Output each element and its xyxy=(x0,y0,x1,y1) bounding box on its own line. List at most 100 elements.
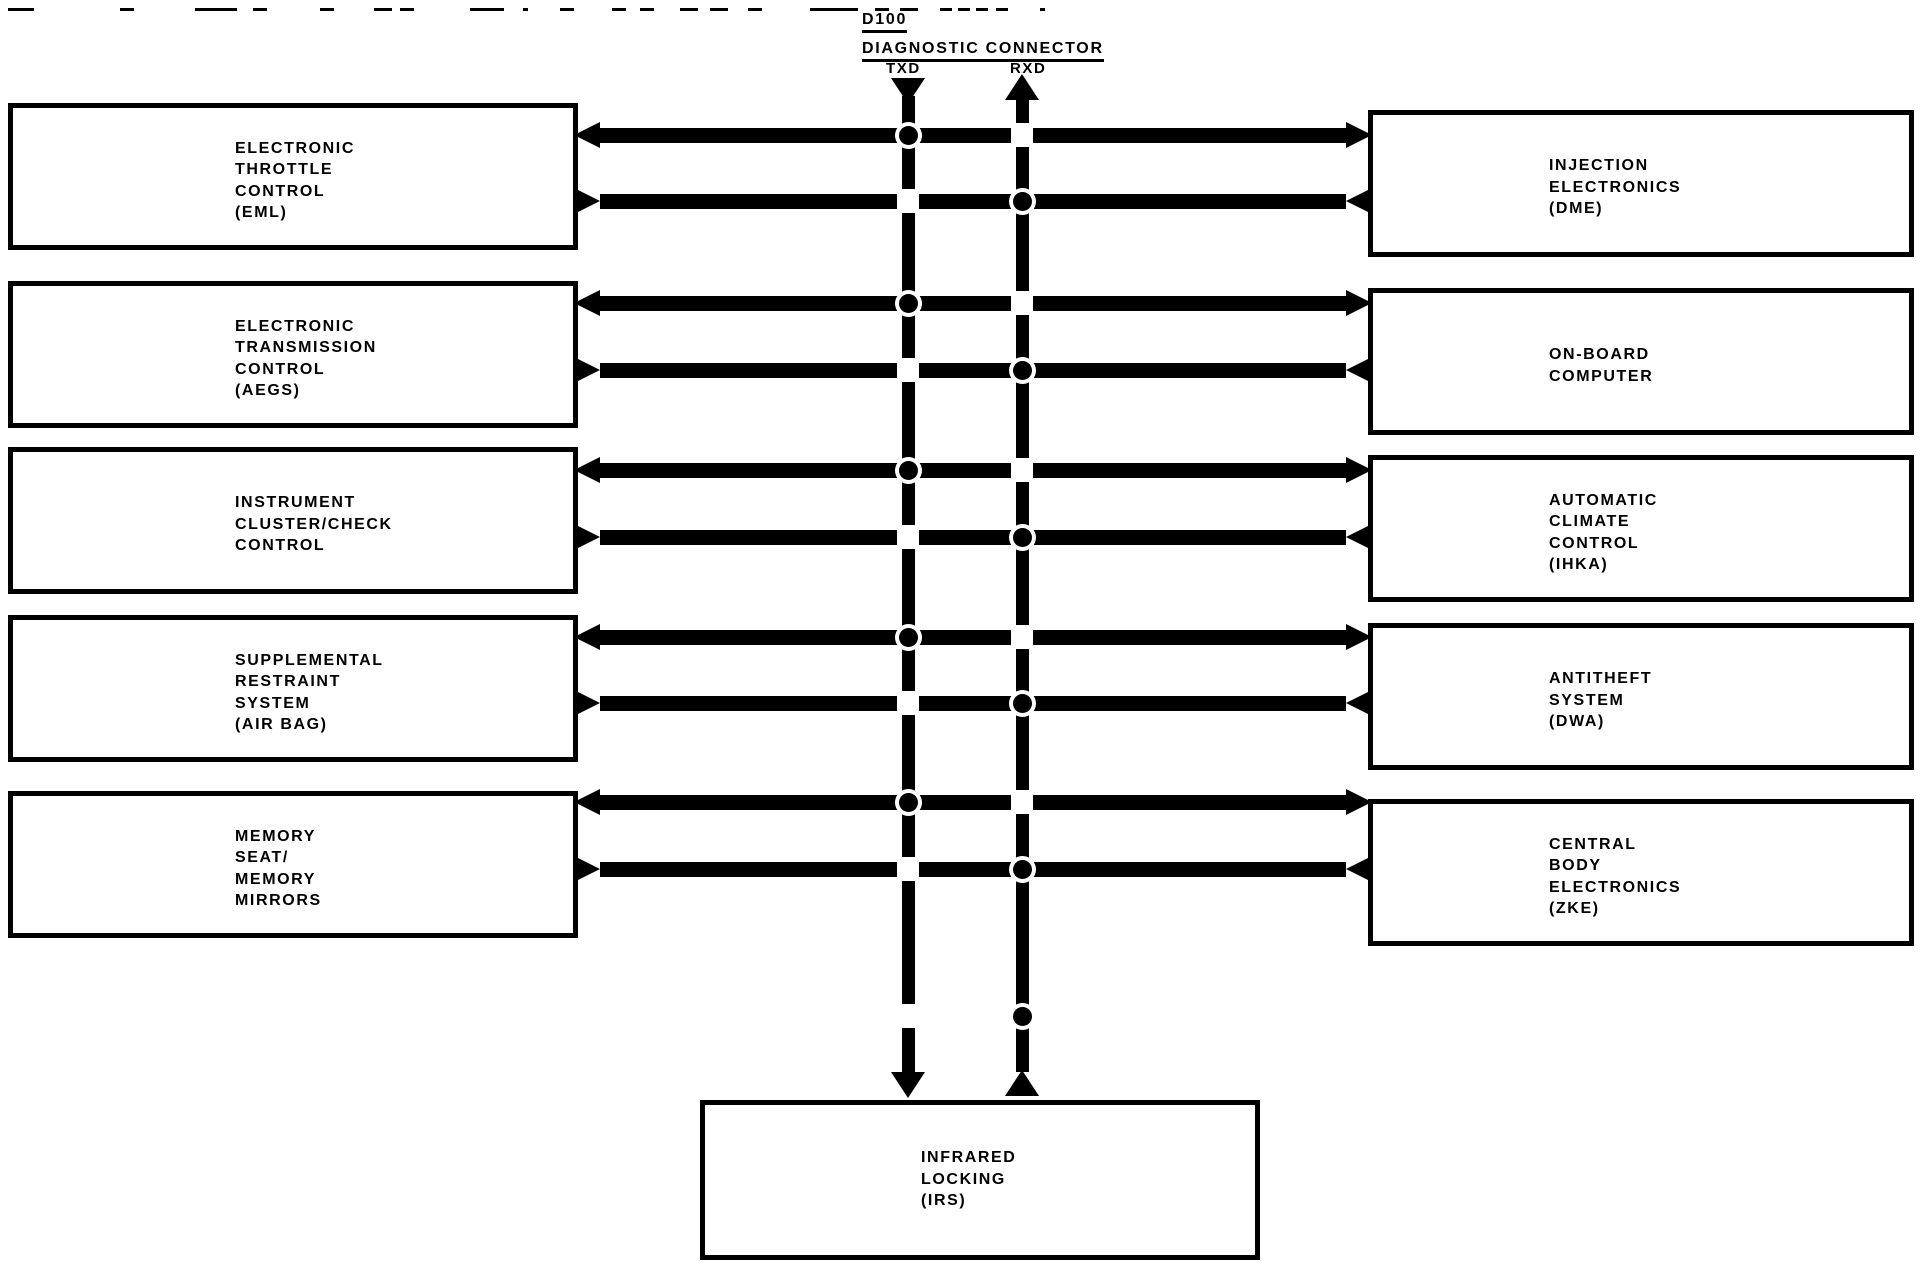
txd-link-arrow xyxy=(574,789,1372,815)
module-label-line: (IRS) xyxy=(921,1192,967,1209)
module-label-line: CONTROL xyxy=(235,360,326,378)
scan-artifact xyxy=(976,8,988,11)
module-label-line: ELECTRONICS xyxy=(1549,878,1682,896)
txd-link-arrow xyxy=(574,624,1372,650)
arrow-head xyxy=(574,624,600,650)
wire-junction-dot xyxy=(1012,859,1032,879)
scan-artifact xyxy=(560,8,574,11)
scan-artifact xyxy=(1040,8,1045,11)
scan-artifact xyxy=(900,8,918,11)
scan-artifact xyxy=(374,8,392,11)
wire-crossing-gap xyxy=(897,691,919,715)
arrow-shaft xyxy=(600,463,1346,478)
module-label-line: ELECTRONICS xyxy=(1549,178,1682,196)
module-label-line: CONTROL xyxy=(235,182,326,200)
arrow-head xyxy=(574,789,600,815)
rxd-link-arrow xyxy=(574,524,1372,550)
module-label-line: CENTRAL xyxy=(1549,835,1637,853)
arrow-shaft xyxy=(600,530,1346,545)
right-module-2[interactable]: ON-BOARD COMPUTER xyxy=(1368,288,1914,435)
wire-crossing-gap xyxy=(1011,123,1033,147)
module-label-line: THROTTLE xyxy=(235,161,334,178)
module-label-line: LOCKING xyxy=(921,1170,1006,1188)
module-label: INFRARED LOCKING (IRS) xyxy=(921,1147,1016,1212)
module-label: ON-BOARD COMPUTER xyxy=(1549,344,1653,387)
arrow-head xyxy=(1346,290,1372,316)
wire-crossing-gap xyxy=(897,189,919,213)
module-label-line: (EML) xyxy=(235,204,288,221)
scan-artifact xyxy=(810,8,858,11)
arrow-head xyxy=(1346,122,1372,148)
module-label-line: SYSTEM xyxy=(1549,691,1625,709)
module-label-line: (DWA) xyxy=(1549,713,1605,731)
module-label-line: CONTROL xyxy=(1549,534,1640,552)
module-label-line: ELECTRONIC xyxy=(235,139,355,157)
module-label-line: (IHKA) xyxy=(1549,556,1609,573)
scan-artifact xyxy=(710,8,728,11)
arrow-head xyxy=(574,856,600,882)
module-label-line: SUPPLEMENTAL xyxy=(235,651,384,669)
arrow-shaft xyxy=(600,862,1346,877)
wire-crossing-gap xyxy=(1011,291,1033,315)
wire-crossing-gap xyxy=(1011,458,1033,482)
rxd-link-arrow xyxy=(574,690,1372,716)
wire-junction-dot xyxy=(1012,191,1032,211)
rxd-link-arrow xyxy=(574,188,1372,214)
left-module-1[interactable]: ELECTRONIC THROTTLE CONTROL (EML) xyxy=(8,103,578,250)
scan-artifact xyxy=(748,8,762,11)
scan-artifact xyxy=(120,8,134,11)
arrow-shaft xyxy=(600,795,1346,810)
module-label-line: COMPUTER xyxy=(1549,367,1654,385)
arrow-head xyxy=(574,357,600,383)
module-label-line: ELECTRONIC xyxy=(235,317,355,335)
arrow-head xyxy=(1346,856,1372,882)
arrow-head xyxy=(574,690,600,716)
wire-junction-dot xyxy=(898,792,918,812)
wire-crossing-gap xyxy=(897,1004,919,1028)
scan-artifact xyxy=(253,8,267,11)
scan-artifact xyxy=(680,8,698,11)
wire-junction-dot xyxy=(1012,527,1032,547)
bottom-module-irs[interactable]: INFRARED LOCKING (IRS) xyxy=(700,1100,1260,1260)
wire-crossing-gap xyxy=(897,857,919,881)
rxd-link-arrow xyxy=(574,357,1372,383)
arrow-head xyxy=(1346,690,1372,716)
arrow-shaft xyxy=(600,194,1346,209)
scan-artifact xyxy=(940,8,952,11)
module-label-line: CLIMATE xyxy=(1549,513,1631,530)
arrow-head xyxy=(1346,789,1372,815)
connector-name-label: DIAGNOSTIC CONNECTOR xyxy=(862,40,1104,62)
txd-link-arrow xyxy=(574,290,1372,316)
txd-bus-line xyxy=(901,96,915,1078)
wire-junction-dot xyxy=(898,293,918,313)
module-label-line: TRANSMISSION xyxy=(235,339,377,356)
wire-junction-dot xyxy=(898,460,918,480)
module-label-line: INFRARED xyxy=(921,1149,1017,1166)
rxd-link-arrow xyxy=(574,856,1372,882)
arrow-shaft xyxy=(600,296,1346,311)
module-label-line: CLUSTER/CHECK xyxy=(235,515,393,533)
arrow-head xyxy=(574,188,600,214)
scan-artifact xyxy=(8,8,34,11)
txd-arrow-head-top xyxy=(890,78,925,104)
arrow-head xyxy=(1346,524,1372,550)
module-label-line: BODY xyxy=(1549,857,1602,874)
scan-artifact xyxy=(400,8,414,11)
wire-junction-dot xyxy=(1012,693,1032,713)
module-label-line: ON-BOARD xyxy=(1549,346,1650,363)
scan-artifact xyxy=(470,8,504,11)
